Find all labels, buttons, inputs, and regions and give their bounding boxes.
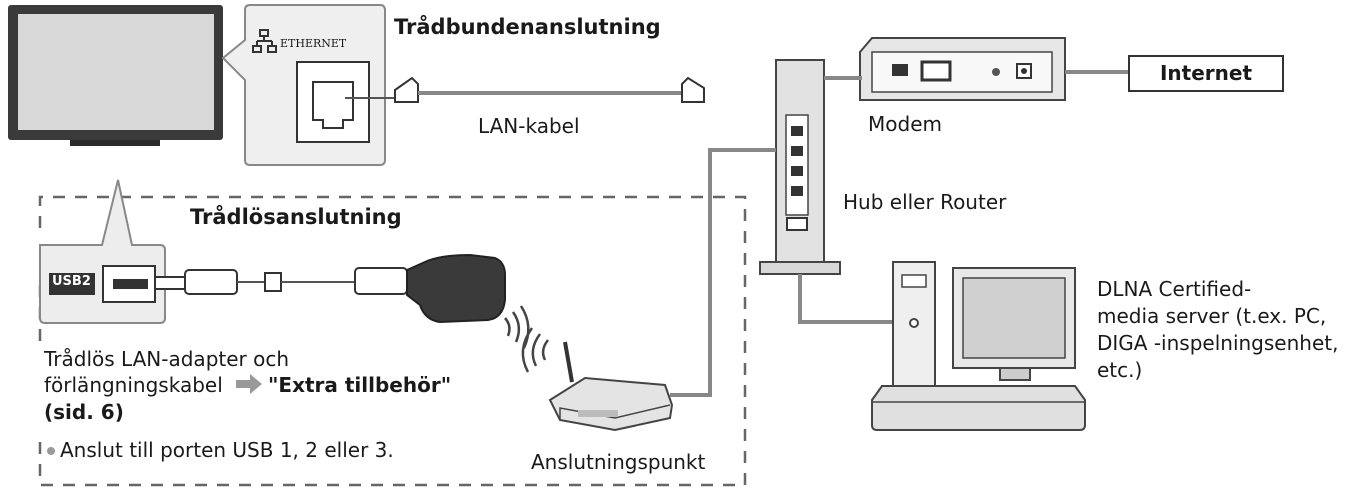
adapter-line-2: förlängningskabel	[44, 373, 223, 397]
access-point-icon	[548, 341, 674, 432]
access-point-label: Anslutningspunkt	[531, 450, 706, 474]
router-pc-line	[798, 274, 895, 324]
usb-port-label-bg	[49, 273, 95, 295]
lan-cable-label: LAN-kabel	[478, 114, 580, 138]
pc-tower-icon	[892, 261, 936, 388]
dlna-line-2: media server (t.ex. PC,	[1097, 304, 1327, 328]
modem-icon	[859, 37, 1066, 101]
wireless-signal-icon	[504, 305, 549, 373]
lan-cable	[345, 76, 705, 103]
adapter-line-1: Trådlös LAN-adapter och	[44, 347, 290, 371]
ethernet-port	[296, 61, 370, 143]
arrow-right-icon	[236, 374, 262, 394]
router-accesspoint-line	[670, 148, 776, 397]
dlna-line-1: DLNA Certified-	[1097, 277, 1252, 301]
usb-port-label: USB2	[52, 274, 91, 289]
bullet-icon	[47, 447, 55, 455]
wireless-lan-adapter-icon	[406, 253, 506, 324]
monitor-icon	[952, 267, 1076, 381]
extra-accessories-ref: "Extra tillbehör"	[268, 373, 452, 397]
modem-label: Modem	[868, 112, 942, 136]
wireless-area-boundary	[38, 195, 747, 487]
usb-port-note: Anslut till porten USB 1, 2 eller 3.	[60, 438, 394, 462]
wired-connection-title: Trådbundenanslutning	[394, 15, 661, 39]
usb-extension-cable	[154, 267, 408, 295]
hub-router-label: Hub eller Router	[843, 190, 1007, 214]
ethernet-callout	[221, 4, 386, 166]
internet-box: Internet	[1128, 55, 1284, 92]
tv-icon	[8, 5, 223, 146]
recorder-icon	[871, 385, 1086, 431]
dlna-line-3: DIGA -inspelningsenhet,	[1097, 331, 1339, 355]
dlna-line-4: etc.)	[1097, 358, 1143, 382]
usb-callout	[39, 179, 166, 324]
adapter-page-ref: (sid. 6)	[44, 400, 124, 424]
network-icon	[252, 29, 277, 53]
hub-router-icon	[759, 59, 841, 275]
wireless-connection-title: Trådlösanslutning	[190, 205, 402, 229]
ethernet-port-label: ETHERNET	[280, 37, 347, 50]
